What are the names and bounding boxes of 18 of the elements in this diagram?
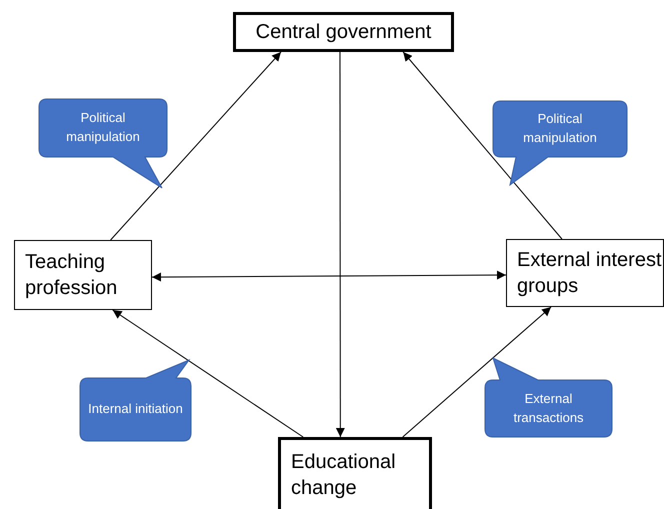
callout-text: External transactions xyxy=(512,390,585,426)
callout-text: Internal initiation xyxy=(88,400,183,418)
arrow xyxy=(336,52,345,438)
process-box xyxy=(233,12,454,52)
box-label: Educational change xyxy=(291,450,397,501)
process-box xyxy=(278,437,432,509)
arrow xyxy=(402,52,562,240)
arrow xyxy=(152,270,506,282)
box-label: Teaching profession xyxy=(25,250,118,301)
process-box xyxy=(14,240,152,310)
box-label: External interest groups xyxy=(517,248,663,299)
arrow xyxy=(112,310,304,438)
box-label: Central government xyxy=(256,20,432,45)
process-box xyxy=(506,239,664,307)
callout-text: Political manipulation xyxy=(65,109,141,146)
arrow xyxy=(110,52,282,240)
callout-text: Political manipulation xyxy=(522,110,598,147)
arrow xyxy=(402,306,552,438)
